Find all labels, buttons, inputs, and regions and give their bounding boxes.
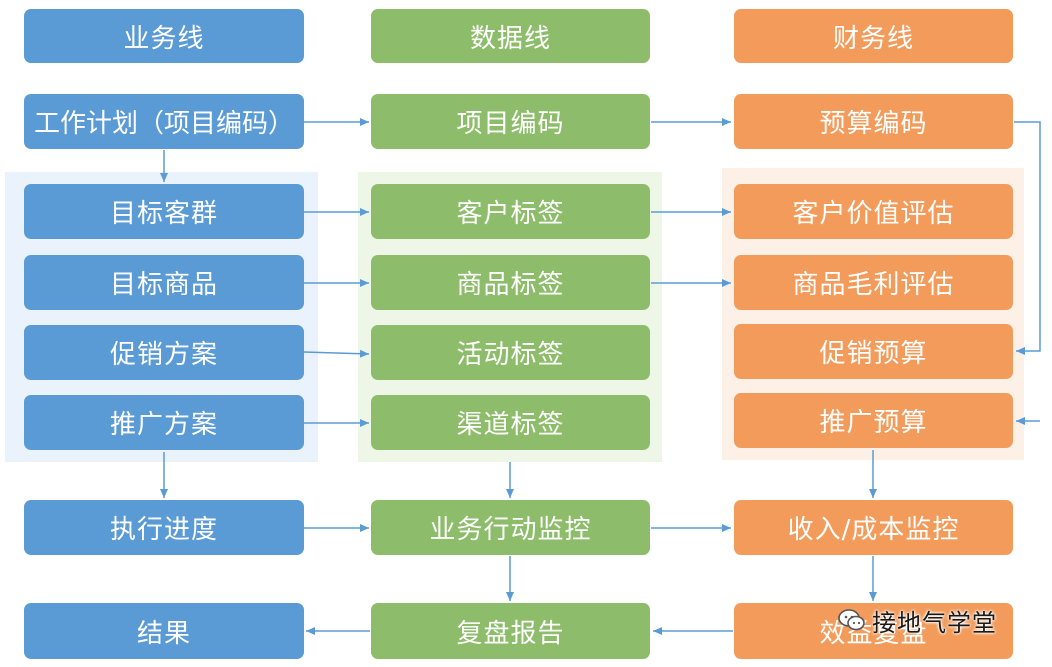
- promo-budget-box: 促销预算: [734, 324, 1013, 379]
- promo-plan-box: 促销方案: [24, 325, 304, 380]
- arrow-promo-to-activity: [303, 349, 370, 358]
- product-margin-box: 商品毛利评估: [734, 255, 1013, 310]
- marketing-budget-box: 推广预算: [734, 393, 1013, 448]
- work-plan-box: 工作计划（项目编码）: [24, 94, 304, 149]
- wechat-icon: [838, 609, 865, 631]
- project-code-box: 项目编码: [371, 94, 650, 149]
- action-monitor-box: 业务行动监控: [371, 500, 650, 555]
- budget-code-box: 预算编码: [734, 94, 1013, 149]
- watermark-text: 接地气学堂: [872, 608, 997, 637]
- customer-value-box: 客户价值评估: [734, 184, 1013, 239]
- data-header: 数据线: [371, 9, 650, 63]
- product-tags-box: 商品标签: [371, 255, 650, 310]
- review-report-box: 复盘报告: [371, 603, 650, 659]
- channel-tags-box: 渠道标签: [371, 395, 650, 450]
- progress-box: 执行进度: [24, 500, 304, 555]
- marketing-plan-box: 推广方案: [24, 395, 304, 450]
- benefit-review-box: 效益复盘: [734, 603, 1013, 659]
- target-products-box: 目标商品: [24, 255, 304, 310]
- activity-tags-box: 活动标签: [371, 325, 650, 380]
- watermark: 接地气学堂: [838, 600, 997, 640]
- result-box: 结果: [24, 603, 304, 659]
- customer-tags-box: 客户标签: [371, 184, 650, 239]
- revenue-cost-box: 收入/成本监控: [734, 500, 1013, 555]
- finance-header: 财务线: [734, 9, 1013, 63]
- arrow-budgetcode-to-promobudget: [1014, 121, 1041, 355]
- business-header: 业务线: [24, 9, 304, 63]
- target-customers-box: 目标客群: [24, 184, 304, 239]
